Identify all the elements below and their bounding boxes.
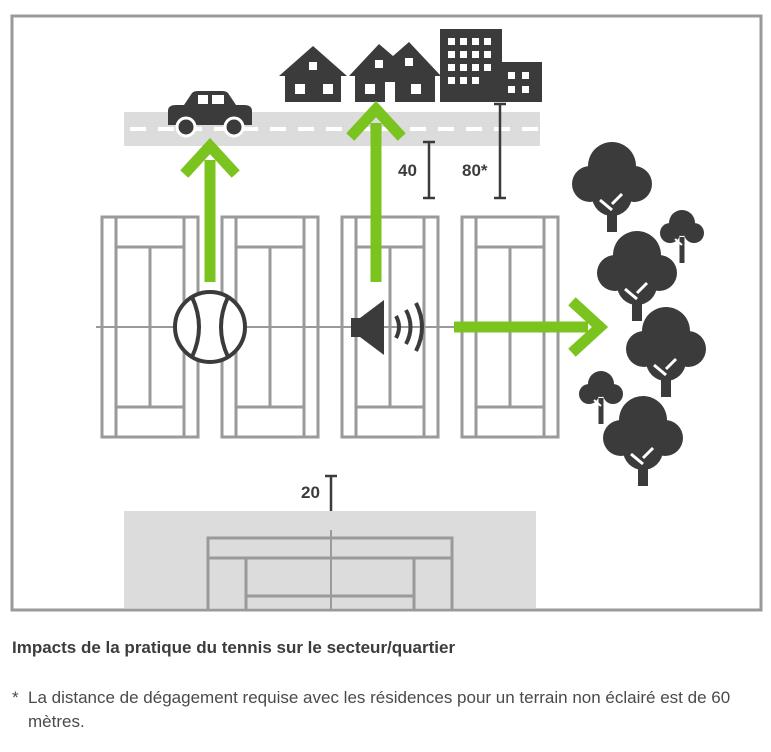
car-icon (168, 91, 252, 138)
footnote: * La distance de dégagement requise avec … (12, 686, 752, 734)
dimension-road-to-courts: 40 (398, 140, 435, 200)
footnote-marker: * (12, 688, 19, 707)
dimension-courts-to-court-below: 20 (301, 474, 337, 518)
lower-court-area (124, 511, 536, 612)
impact-arrow-nature (454, 297, 609, 357)
house-icon (349, 42, 441, 102)
tennis-ball-icon (173, 290, 247, 364)
impact-arrow-traffic (180, 137, 240, 282)
dimension-buildings-to-courts: 80* (462, 102, 506, 200)
tree-icon (570, 140, 654, 234)
apartment-building-icon (440, 29, 542, 102)
dimension-label: 20 (301, 483, 320, 502)
figure-caption: Impacts de la pratique du tennis sur le … (12, 638, 456, 657)
dimension-label: 40 (398, 161, 417, 180)
tree-icon (601, 394, 685, 488)
dimension-label: 80* (462, 161, 488, 180)
tennis-impact-diagram: 40 80* 20 (10, 14, 763, 612)
impact-arrow-residences (346, 100, 406, 282)
loudspeaker-icon (351, 300, 424, 355)
footnote-text: La distance de dégagement requise avec l… (28, 688, 731, 731)
house-icon (279, 46, 347, 102)
tree-icon (578, 370, 624, 425)
tree-icon (659, 209, 705, 264)
